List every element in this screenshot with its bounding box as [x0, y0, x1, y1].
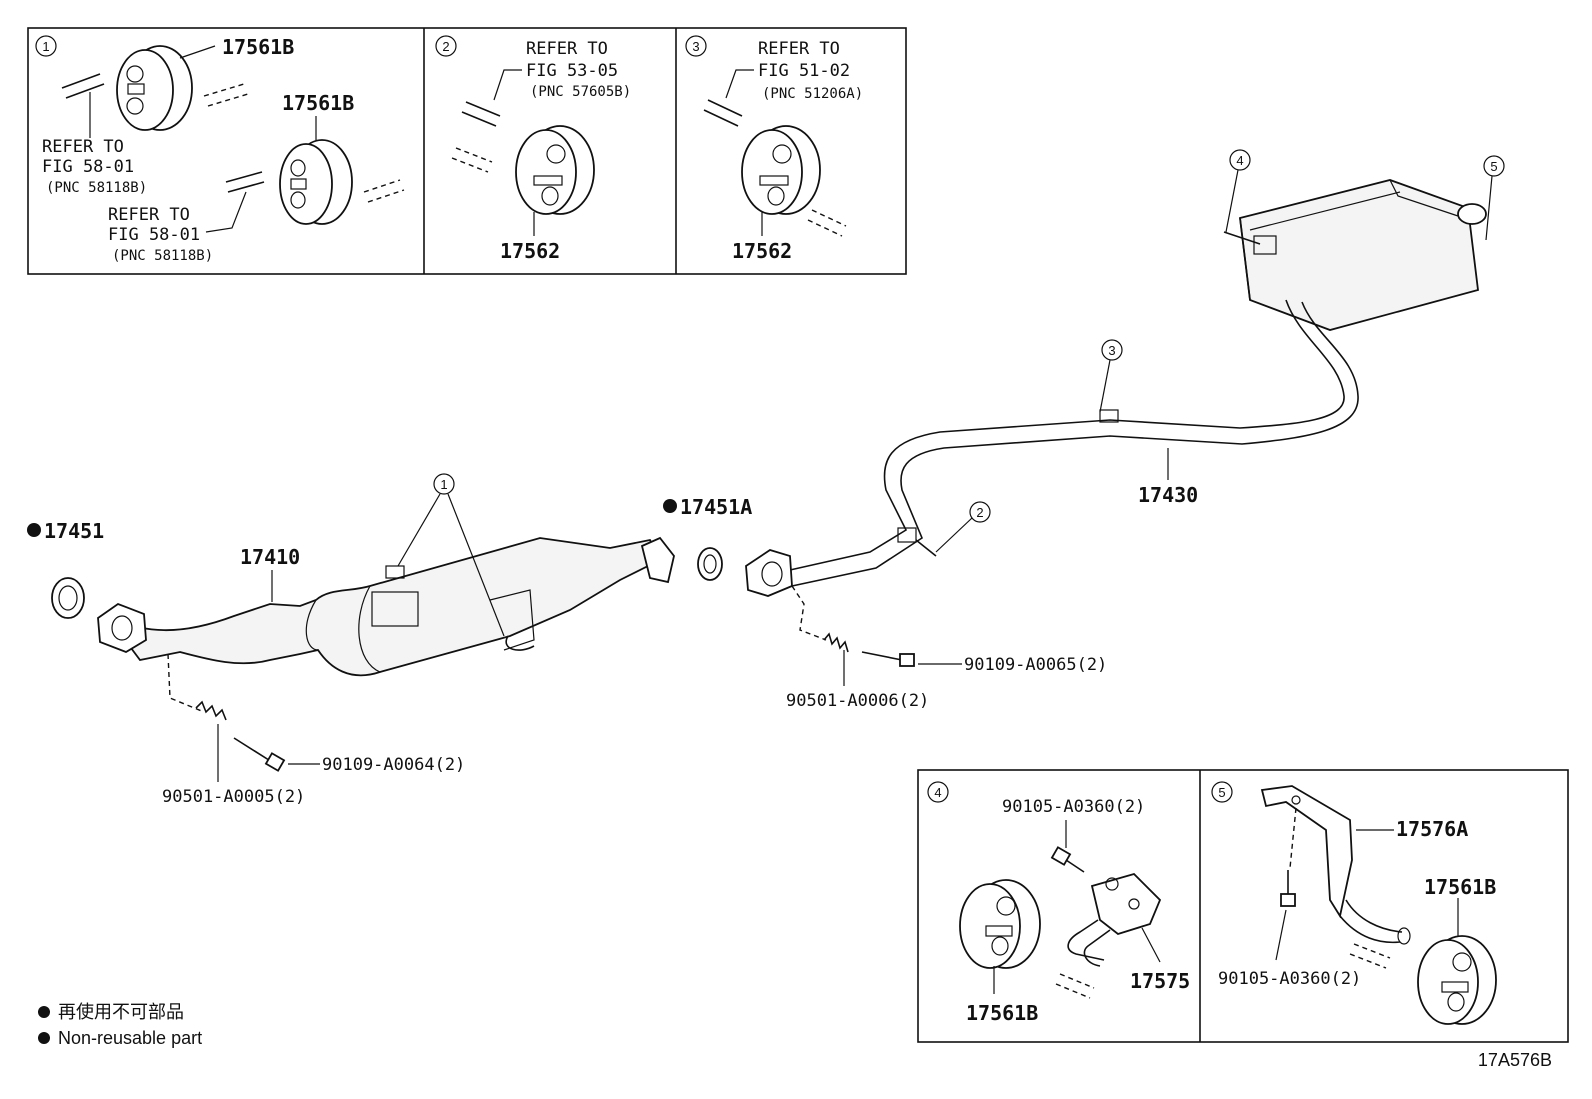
svg-text:2: 2: [976, 505, 983, 520]
legend: 再使用不可部品 Non-reusable part: [38, 1002, 202, 1048]
ref-text: REFER TO: [758, 39, 840, 59]
inset-5-number: 5: [1218, 785, 1225, 800]
gasket-17451-icon: [51, 577, 85, 619]
callout-2: 2: [935, 501, 991, 553]
inset-2-number: 2: [442, 39, 449, 54]
callout-3: 3: [1099, 339, 1123, 413]
ref-text: (PNC 58118B): [46, 180, 147, 196]
ref-text: FIG 58-01: [42, 157, 134, 177]
ref-text: FIG 51-02: [758, 61, 850, 81]
part-label-90109-a0065: 90109-A0065(2): [964, 655, 1107, 675]
hanger-17562-icon: [741, 125, 821, 215]
ref-text: REFER TO: [526, 39, 608, 59]
bracket-17576a-icon: [1260, 785, 1411, 945]
legend-jp: 再使用不可部品: [58, 1002, 184, 1022]
svg-text:3: 3: [1108, 343, 1115, 358]
part-label-17561b-mid: 17561B: [282, 91, 354, 115]
catalytic-converter-17410-icon: [107, 537, 662, 677]
part-label-17410: 17410: [240, 545, 300, 569]
part-label-17562-a: 17562: [500, 239, 560, 263]
flange-icon: [745, 549, 793, 597]
inset-4: 4 90105-A0360(2) 17575 17561B: [927, 781, 1190, 1025]
figure-code: 17A576B: [1478, 1050, 1552, 1070]
ref-text: FIG 53-05: [526, 61, 618, 81]
bolt-icon: [1050, 846, 1085, 873]
inset-2: 2 REFER TO FIG 53-05 (PNC 57605B) 17562: [435, 35, 631, 263]
inset-box-bottom: [917, 769, 1569, 1043]
hanger-17561b-icon: [1417, 935, 1497, 1025]
mid-fastener-icon: [791, 585, 915, 667]
non-reusable-dot-icon: [663, 499, 677, 513]
bolt-icon: [1280, 870, 1296, 907]
callout-1: 1: [397, 473, 505, 637]
part-label-90109-a0064: 90109-A0064(2): [322, 755, 465, 775]
exhaust-pipe-17430-icon: [789, 299, 1359, 587]
legend-dot-icon: [38, 1032, 50, 1044]
inset-4-number: 4: [934, 785, 941, 800]
ref-text: (PNC 57605B): [530, 84, 631, 100]
inset-1: 1 17561B REFER TO FIG 58-01 (PNC 58118B)…: [35, 35, 405, 264]
ref-text: REFER TO: [42, 137, 124, 157]
bracket-17575-icon: [1067, 872, 1162, 967]
hanger-17561b-icon: [959, 879, 1041, 969]
callout-4: 4: [1225, 149, 1251, 233]
inset-3: 3 REFER TO FIG 51-02 (PNC 51206A) 17562: [685, 35, 863, 263]
part-label-17430: 17430: [1138, 483, 1198, 507]
part-label-90501-a0005: 90501-A0005(2): [162, 787, 305, 807]
inset-box-top: [27, 27, 907, 275]
ref-text: REFER TO: [108, 205, 190, 225]
part-label-17562-b: 17562: [732, 239, 792, 263]
hanger-17561b-icon: [116, 45, 193, 131]
hanger-17561b-icon: [279, 139, 353, 225]
part-label-17576a: 17576A: [1396, 817, 1468, 841]
ref-text: (PNC 51206A): [762, 86, 863, 102]
legend-dot-icon: [38, 1006, 50, 1018]
rear-muffler-icon: [1223, 179, 1487, 331]
hanger-17562-icon: [515, 125, 595, 215]
part-label-90105-a0360-b: 90105-A0360(2): [1218, 969, 1361, 989]
part-label-17451: 17451: [44, 519, 104, 543]
inset-5: 5 17576A 90105-A0360(2) 17561B: [1211, 781, 1497, 1025]
legend-en: Non-reusable part: [58, 1028, 202, 1048]
gasket-17451a-icon: [697, 547, 723, 581]
front-flange-icon: [97, 602, 147, 653]
part-label-17561b-top: 17561B: [222, 35, 294, 59]
ref-text: (PNC 58118B): [112, 248, 213, 264]
svg-text:5: 5: [1490, 159, 1497, 174]
svg-text:4: 4: [1236, 153, 1243, 168]
svg-text:1: 1: [440, 477, 447, 492]
part-label-90105-a0360-a: 90105-A0360(2): [1002, 797, 1145, 817]
front-fastener-icon: [167, 653, 286, 772]
part-label-90501-a0006: 90501-A0006(2): [786, 691, 929, 711]
part-label-17451a: 17451A: [680, 495, 752, 519]
part-label-17561b-a: 17561B: [966, 1001, 1038, 1025]
ref-text: FIG 58-01: [108, 225, 200, 245]
part-label-17575: 17575: [1130, 969, 1190, 993]
inset-3-number: 3: [692, 39, 699, 54]
inset-1-number: 1: [42, 39, 49, 54]
converter-outlet-flange-icon: [640, 536, 675, 584]
callout-5: 5: [1483, 155, 1505, 241]
part-label-17561b-b: 17561B: [1424, 875, 1496, 899]
non-reusable-dot-icon: [27, 523, 41, 537]
